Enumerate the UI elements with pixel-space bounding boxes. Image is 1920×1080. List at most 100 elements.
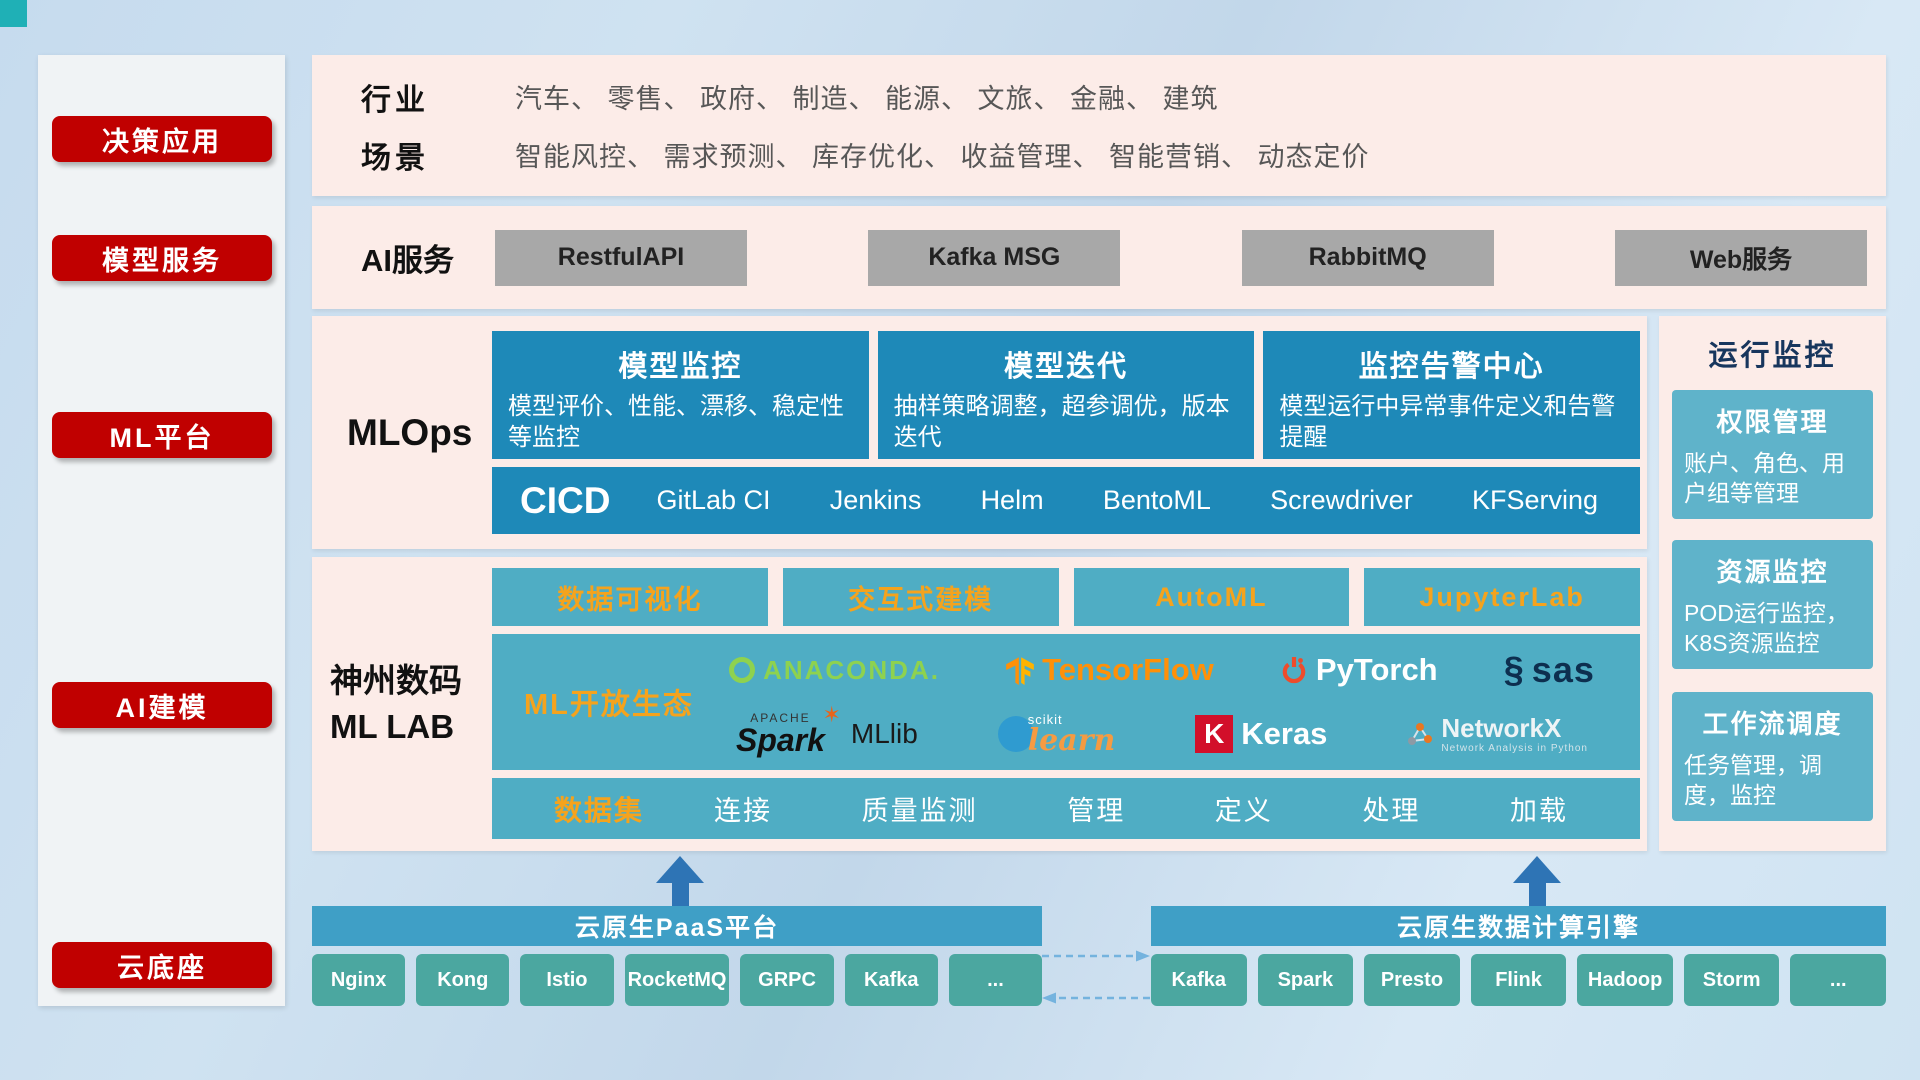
networkx-wordmark: NetworkX Network Analysis in Python bbox=[1441, 714, 1588, 754]
card-desc: 任务管理，调度，监控 bbox=[1684, 752, 1822, 809]
industry-panel: 行业 汽车、 零售、 政府、 制造、 能源、 文旅、 金融、 建筑 场景 智能风… bbox=[312, 55, 1886, 196]
istio-button: Istio bbox=[520, 954, 614, 1006]
sas-wordmark: sas bbox=[1531, 649, 1595, 690]
scikit-learn-logo: scikit learn bbox=[997, 713, 1116, 756]
spark-wordmark: APACHE Spark ✶ bbox=[735, 704, 841, 758]
card-desc: POD运行监控，K8S资源监控 bbox=[1684, 600, 1849, 657]
industry-line: 行业 汽车、 零售、 政府、 制造、 能源、 文旅、 金融、 建筑 bbox=[312, 75, 1886, 119]
industry-list: 汽车、 零售、 政府、 制造、 能源、 文旅、 金融、 建筑 bbox=[515, 84, 1219, 114]
dataset-quality: 质量监测 bbox=[861, 796, 978, 826]
scikit-learn-wordmark: scikit learn bbox=[1028, 713, 1116, 756]
scikit-learn-icon bbox=[997, 716, 1034, 752]
engine-spark-button: Spark bbox=[1257, 954, 1354, 1006]
sas-icon: § bbox=[1503, 649, 1524, 690]
rabbitmq-button: RabbitMQ bbox=[1241, 229, 1494, 286]
arrow-head bbox=[1513, 856, 1561, 883]
bentoml-item: BentoML bbox=[1102, 485, 1211, 515]
scenario-line: 场景 智能风控、 需求预测、 库存优化、 收益管理、 智能营销、 动态定价 bbox=[312, 133, 1886, 177]
ml-ecosystem-label: ML开放生态 bbox=[524, 689, 694, 721]
card-title: 资源监控 bbox=[1716, 557, 1829, 587]
kafka-msg-button: Kafka MSG bbox=[868, 229, 1121, 286]
dataset-manage: 管理 bbox=[1067, 796, 1126, 826]
pytorch-icon bbox=[1282, 657, 1306, 684]
networkx-icon bbox=[1408, 723, 1433, 745]
model-iteration-card: 模型迭代 抽样策略调整，超参调优，版本迭代 bbox=[877, 331, 1255, 459]
mllab-panel: 神州数码 ML LAB 数据可视化 交互式建模 AutoML JupyterLa… bbox=[312, 557, 1647, 851]
dataset-label: 数据集 bbox=[554, 794, 645, 826]
engine-buttons: Kafka Spark Presto Flink Hadoop Storm ..… bbox=[1151, 954, 1887, 1006]
engine-presto-button: Presto bbox=[1364, 954, 1460, 1006]
card-title: 工作流调度 bbox=[1702, 709, 1843, 739]
ai-service-buttons: RestfulAPI Kafka MSG RabbitMQ Web服务 bbox=[495, 229, 1886, 286]
cicd-bar: CICD GitLab CI Jenkins Helm BentoML Scre… bbox=[492, 467, 1640, 534]
mllab-label: 神州数码 ML LAB bbox=[330, 658, 488, 750]
card-title: 模型迭代 bbox=[1004, 351, 1129, 383]
card-desc: 账户、角色、用户组等管理 bbox=[1684, 450, 1845, 507]
data-engine-header: 云原生数据计算引擎 bbox=[1151, 906, 1886, 946]
ai-service-panel: AI服务 RestfulAPI Kafka MSG RabbitMQ Web服务 bbox=[312, 206, 1886, 309]
card-title: 模型监控 bbox=[618, 351, 743, 383]
ecosystem-logos: ANACONDA. TensorFlow bbox=[696, 640, 1640, 764]
cicd-items: GitLab CI Jenkins Helm BentoML Screwdriv… bbox=[656, 485, 1640, 516]
nginx-button: Nginx bbox=[312, 954, 406, 1006]
mlops-panel: MLOps 模型监控 模型评价、性能、漂移、稳定性等监控 模型迭代 抽样策略调整… bbox=[312, 316, 1647, 549]
dataset-items: 连接 质量监测 管理 定义 处理 加载 bbox=[714, 789, 1640, 828]
engine-storm-button: Storm bbox=[1683, 954, 1780, 1006]
mlops-cards: 模型监控 模型评价、性能、漂移、稳定性等监控 模型迭代 抽样策略调整，超参调优，… bbox=[492, 331, 1641, 459]
spark-star-icon: ✶ bbox=[822, 702, 841, 727]
paas-buttons: Nginx Kong Istio RocketMQ GRPC Kafka ... bbox=[312, 954, 1043, 1006]
paas-up-arrow bbox=[656, 856, 704, 906]
engine-hadoop-button: Hadoop bbox=[1577, 954, 1673, 1006]
apache-label: APACHE bbox=[750, 711, 811, 725]
sas-logo: § sas bbox=[1504, 649, 1595, 691]
arrow-head bbox=[656, 856, 704, 883]
tensorflow-logo: TensorFlow bbox=[1006, 652, 1214, 688]
pytorch-wordmark: PyTorch bbox=[1315, 652, 1438, 687]
gitlab-ci-item: GitLab CI bbox=[656, 485, 771, 515]
runtime-monitoring-title: 运行监控 bbox=[1708, 340, 1837, 372]
exchange-arrows bbox=[1042, 950, 1150, 1004]
mllab-tools: 数据可视化 交互式建模 AutoML JupyterLab bbox=[492, 568, 1640, 626]
learn-label: learn bbox=[1027, 722, 1116, 758]
paas-more-button: ... bbox=[948, 954, 1043, 1006]
card-desc: 模型运行中异常事件定义和告警提醒 bbox=[1279, 393, 1616, 451]
ai-service-label: AI服务 bbox=[361, 243, 454, 278]
logo-row-2: APACHE Spark ✶ MLlib scikit learn bbox=[696, 704, 1628, 764]
resource-monitoring-card: 资源监控 POD运行监控，K8S资源监控 bbox=[1672, 540, 1873, 669]
spark-mllib-logo: APACHE Spark ✶ MLlib bbox=[735, 704, 918, 758]
dataset-define: 定义 bbox=[1214, 796, 1273, 826]
arrow-shaft bbox=[671, 883, 689, 906]
kong-button: Kong bbox=[416, 954, 510, 1006]
kafka-button: Kafka bbox=[844, 954, 938, 1006]
jenkins-item: Jenkins bbox=[829, 485, 922, 515]
pytorch-logo: PyTorch bbox=[1280, 652, 1438, 688]
dataset-bar: 数据集 连接 质量监测 管理 定义 处理 加载 bbox=[492, 778, 1640, 839]
card-desc: 抽样策略调整，超参调优，版本迭代 bbox=[893, 393, 1230, 451]
tensorflow-icon bbox=[1006, 657, 1034, 685]
kfserving-item: KFServing bbox=[1471, 485, 1598, 515]
jupyterlab-button: JupyterLab bbox=[1364, 568, 1640, 626]
card-title: 监控告警中心 bbox=[1358, 351, 1545, 383]
runtime-monitoring-panel: 运行监控 权限管理 账户、角色、用户组等管理 资源监控 POD运行监控，K8S资… bbox=[1659, 316, 1886, 851]
anaconda-wordmark: ANACONDA. bbox=[763, 654, 940, 685]
mllab-label-line2: ML LAB bbox=[330, 708, 455, 745]
sidebar-item-decision-apps: 决策应用 bbox=[52, 116, 272, 162]
sidebar-item-model-service: 模型服务 bbox=[52, 235, 272, 281]
cicd-label: CICD bbox=[520, 479, 611, 521]
web-service-button: Web服务 bbox=[1614, 229, 1867, 286]
automl-button: AutoML bbox=[1073, 568, 1350, 626]
sidebar-item-cloud-base: 云底座 bbox=[52, 942, 272, 988]
anaconda-logo: ANACONDA. bbox=[729, 655, 940, 686]
logo-row-1: ANACONDA. TensorFlow bbox=[696, 640, 1628, 700]
data-visualization-button: 数据可视化 bbox=[492, 568, 768, 626]
keras-icon: K bbox=[1195, 715, 1234, 753]
mlops-label: MLOps bbox=[347, 411, 473, 453]
screwdriver-item: Screwdriver bbox=[1270, 485, 1413, 515]
dataset-load: 加载 bbox=[1509, 796, 1568, 826]
engine-kafka-button: Kafka bbox=[1151, 954, 1247, 1006]
spark-label: Spark bbox=[735, 722, 825, 758]
workflow-scheduling-card: 工作流调度 任务管理，调度，监控 bbox=[1672, 692, 1873, 821]
sidebar-item-ml-platform: ML平台 bbox=[52, 412, 272, 458]
scenario-list: 智能风控、 需求预测、 库存优化、 收益管理、 智能营销、 动态定价 bbox=[515, 142, 1370, 172]
